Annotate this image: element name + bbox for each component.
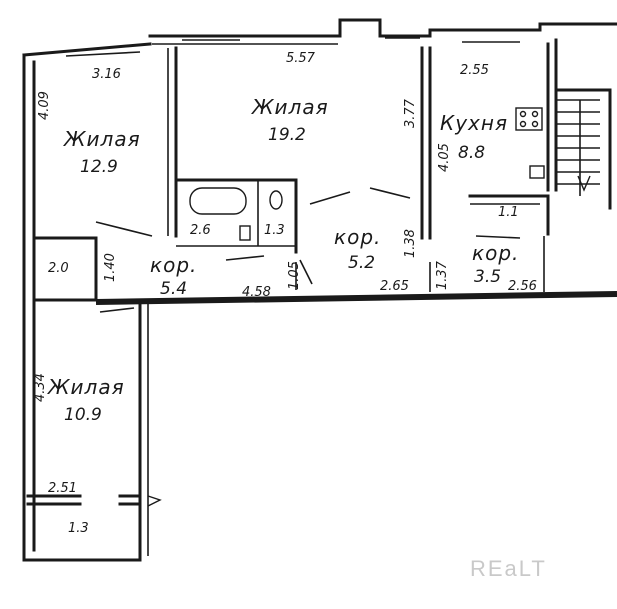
stove-icon bbox=[515, 107, 543, 131]
walls bbox=[22, 18, 617, 562]
room-corridor-center-area: 5.2 bbox=[348, 253, 375, 273]
room-balcony-area: 1.3 bbox=[68, 521, 89, 536]
room-storage-right-area: 1.1 bbox=[498, 205, 519, 220]
room-kitchen-area: 8.8 bbox=[458, 143, 485, 163]
room-living-bottom-area: 10.9 bbox=[64, 405, 102, 425]
room-corridor-center-name: кор. bbox=[334, 225, 381, 249]
room-living-left-name: Жилая bbox=[62, 127, 141, 151]
dim-4-09: 4.09 bbox=[37, 91, 52, 120]
dim-2-56: 2.56 bbox=[508, 279, 537, 294]
dim-2-55: 2.55 bbox=[460, 63, 489, 78]
dim-4-34: 4.34 bbox=[33, 373, 48, 402]
dim-2-51: 2.51 bbox=[48, 481, 77, 496]
balcony-arrow-icon bbox=[147, 495, 162, 507]
watermark: REaLT bbox=[470, 556, 547, 581]
fixtures bbox=[147, 107, 591, 507]
room-living-center-name: Жилая bbox=[250, 95, 329, 119]
dim-1-05: 1.05 bbox=[287, 261, 302, 290]
dim-1-38: 1.38 bbox=[403, 229, 418, 258]
room-corridor-left-area: 5.4 bbox=[160, 279, 187, 299]
room-storage-left-area: 2.0 bbox=[48, 261, 69, 276]
dim-3-16: 3.16 bbox=[92, 67, 121, 82]
room-corridor-right-name: кор. bbox=[472, 241, 519, 265]
dim-1-40: 1.40 bbox=[103, 253, 118, 282]
dim-4-58: 4.58 bbox=[242, 285, 271, 300]
stair-arrow-icon bbox=[577, 175, 591, 192]
room-living-center-area: 19.2 bbox=[268, 125, 306, 145]
room-living-bottom-name: Жилая bbox=[46, 375, 125, 399]
dim-5-57: 5.57 bbox=[286, 51, 316, 66]
toilet-icon bbox=[269, 190, 283, 210]
kitchen-sink-icon bbox=[529, 165, 545, 179]
room-toilet-area: 1.3 bbox=[264, 223, 285, 238]
dim-1-37: 1.37 bbox=[435, 260, 450, 290]
room-bath-area: 2.6 bbox=[190, 223, 211, 238]
sink-icon bbox=[239, 225, 251, 241]
room-corridor-right-area: 3.5 bbox=[474, 267, 501, 287]
dim-2-65: 2.65 bbox=[380, 279, 409, 294]
room-corridor-left-name: кор. bbox=[150, 253, 197, 277]
bathtub-icon bbox=[189, 187, 247, 215]
room-labels: Жилая 12.9 Жилая 19.2 Кухня 8.8 Жилая 10… bbox=[46, 95, 519, 536]
dim-3-77: 3.77 bbox=[403, 98, 418, 128]
dimension-labels: 3.16 4.09 5.57 3.77 2.55 4.05 1.40 1.05 … bbox=[33, 51, 537, 496]
room-living-left-area: 12.9 bbox=[80, 157, 118, 177]
dim-4-05: 4.05 bbox=[437, 143, 452, 172]
room-kitchen-name: Кухня bbox=[440, 111, 508, 135]
